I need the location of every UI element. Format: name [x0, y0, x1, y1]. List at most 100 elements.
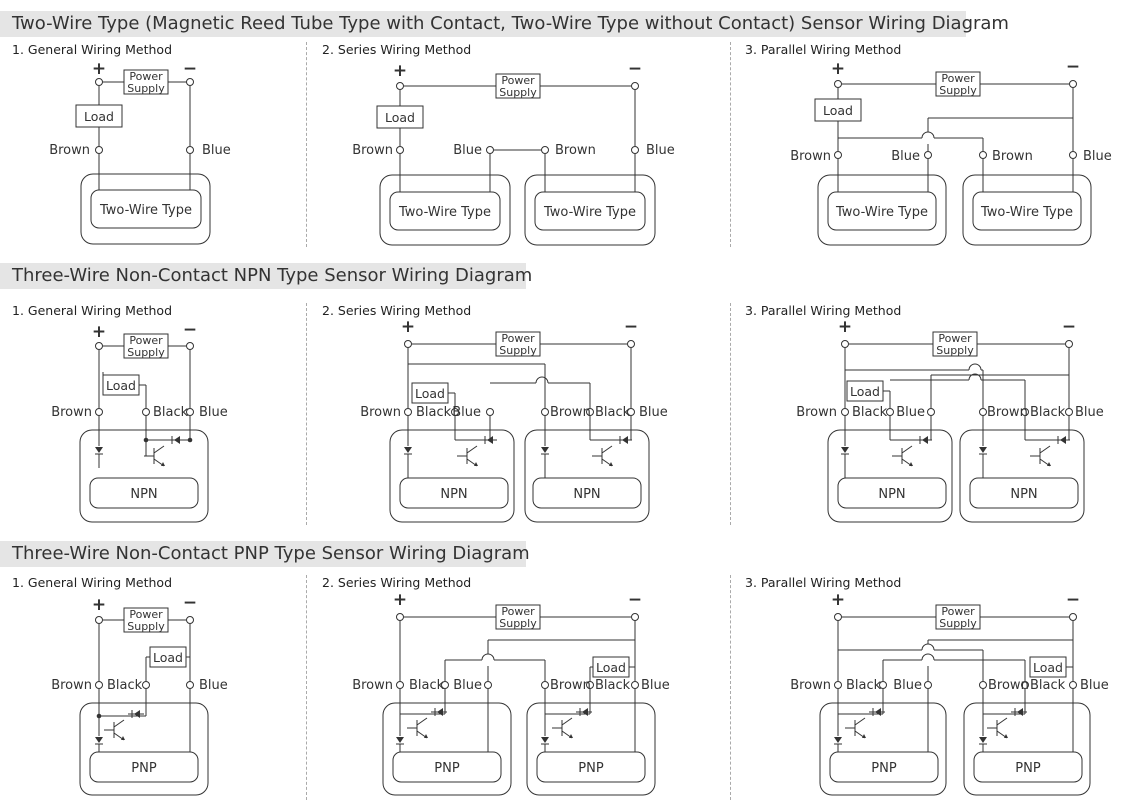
terminal — [979, 151, 987, 159]
terminal — [396, 613, 404, 621]
supply-label: Supply — [499, 86, 537, 99]
terminal — [1069, 681, 1077, 689]
terminal — [486, 146, 494, 154]
terminal — [396, 146, 404, 154]
black-label: Black — [107, 678, 143, 693]
power-label: Power — [501, 74, 535, 87]
terminal — [886, 408, 894, 416]
wire — [601, 445, 613, 454]
wire-crossover — [921, 643, 935, 651]
diode-symbol — [541, 447, 549, 453]
sensor-element — [536, 751, 646, 783]
separator — [730, 42, 731, 247]
blue-label: Blue — [893, 678, 922, 693]
sensor-element — [89, 477, 199, 509]
load-label: Load — [823, 103, 853, 118]
terminal — [1021, 408, 1029, 416]
wire — [901, 445, 913, 454]
terminal — [142, 681, 150, 689]
power-label: Power — [501, 332, 535, 345]
section-title-npn: Three-Wire Non-Contact NPN Type Sensor W… — [0, 263, 532, 289]
wire — [466, 445, 478, 454]
method-series-two-wire: 2. Series Wiring Method — [322, 42, 472, 57]
terminal — [142, 408, 150, 416]
terminal — [95, 78, 103, 86]
terminal — [541, 681, 549, 689]
method-series-pnp: 2. Series Wiring Method — [322, 575, 472, 590]
power-label: Power — [129, 608, 163, 621]
wire-crossover — [921, 131, 935, 139]
minus-sign: − — [183, 593, 197, 613]
method-parallel-two-wire: 3. Parallel Wiring Method — [745, 42, 902, 57]
sensor-type-label: NPN — [573, 487, 600, 502]
plus-sign: + — [92, 595, 106, 615]
power-supply-box — [123, 69, 169, 95]
diode-symbol — [841, 447, 849, 453]
brown-label: Brown — [51, 405, 92, 420]
transistor-arrow — [474, 462, 478, 466]
diode-symbol — [95, 737, 103, 743]
brown-label: Brown — [360, 405, 401, 420]
brown-label: Brown — [550, 678, 591, 693]
separator — [306, 303, 307, 525]
terminal — [1069, 613, 1077, 621]
supply-label: Supply — [127, 620, 165, 633]
section-title-pnp: Three-Wire Non-Contact PNP Type Sensor W… — [0, 541, 530, 567]
sensor-type-label: NPN — [878, 487, 905, 502]
sensor-element — [532, 477, 642, 509]
black-label: Black — [846, 678, 882, 693]
sensor-element — [534, 191, 646, 231]
supply-label: Supply — [936, 344, 974, 357]
blue-label: Blue — [641, 678, 670, 693]
black-label: Black — [1030, 678, 1066, 693]
supply-label: Supply — [127, 346, 165, 359]
sensor-element — [829, 751, 939, 783]
terminal — [95, 342, 103, 350]
plus-sign: + — [393, 61, 407, 81]
junction-dot — [187, 437, 193, 443]
terminal — [95, 408, 103, 416]
black-label: Black — [595, 678, 631, 693]
sensor-type-label: Two-Wire Type — [980, 205, 1073, 220]
separator — [306, 42, 307, 247]
plus-sign: + — [92, 322, 106, 342]
minus-sign: − — [628, 59, 642, 79]
transistor-arrow — [909, 462, 913, 466]
terminal — [631, 681, 639, 689]
terminal — [486, 408, 494, 416]
minus-sign: − — [183, 320, 197, 340]
terminal — [186, 616, 194, 624]
minus-sign: − — [1066, 57, 1080, 77]
terminal — [879, 681, 887, 689]
diode-symbol — [396, 737, 404, 743]
plus-sign: + — [838, 317, 852, 337]
terminal — [586, 681, 594, 689]
black-label: Black — [852, 405, 888, 420]
brown-label: Brown — [352, 678, 393, 693]
diode-symbol — [834, 737, 842, 743]
transistor-arrow — [609, 462, 613, 466]
minus-sign: − — [1062, 317, 1076, 337]
blue-label: Blue — [646, 143, 675, 158]
terminal — [979, 681, 987, 689]
brown-label: Brown — [550, 405, 591, 420]
sensor-element — [972, 191, 1082, 231]
sensor-type-label: NPN — [440, 487, 467, 502]
terminal — [451, 408, 459, 416]
blue-label: Blue — [1083, 149, 1112, 164]
blue-label: Blue — [202, 143, 231, 158]
terminal — [627, 408, 635, 416]
terminal — [541, 146, 549, 154]
blue-label: Blue — [199, 405, 228, 420]
terminal — [834, 681, 842, 689]
black-label: Black — [416, 405, 452, 420]
sensor-type-label: PNP — [578, 761, 604, 776]
minus-sign: − — [1066, 590, 1080, 610]
sensor-type-label: PNP — [131, 761, 157, 776]
terminal — [841, 340, 849, 348]
diode-symbol — [979, 447, 987, 453]
method-series-npn: 2. Series Wiring Method — [322, 303, 472, 318]
load-label: Load — [1033, 660, 1063, 675]
terminal — [541, 408, 549, 416]
terminal — [924, 681, 932, 689]
